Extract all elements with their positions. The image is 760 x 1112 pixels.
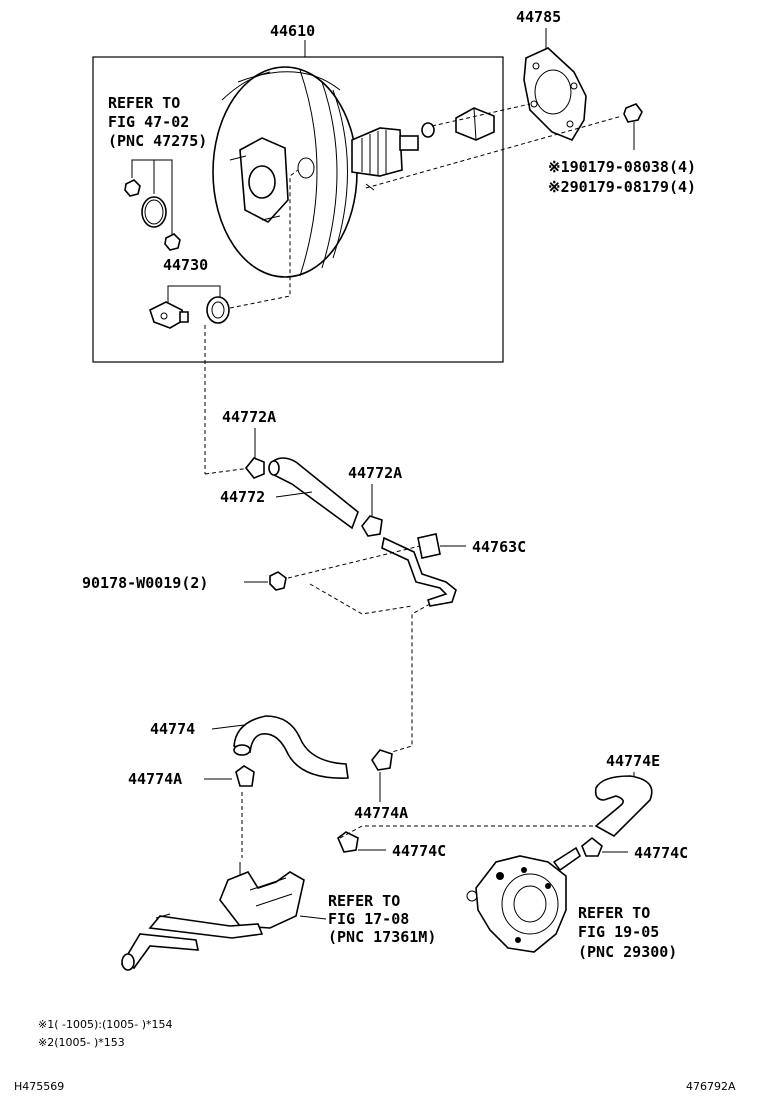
check-valve[interactable] xyxy=(149,301,189,329)
refer-47-fig[interactable]: FIG 47-02 xyxy=(108,113,189,131)
label-44774a-left[interactable]: 44774A xyxy=(128,770,182,788)
small-nut-lower[interactable] xyxy=(164,233,181,251)
vacuum-hose-44774e[interactable] xyxy=(594,775,653,837)
refer-17-title: REFER TO xyxy=(328,892,400,910)
label-bolt[interactable]: 90178-W0019(2) xyxy=(82,574,208,592)
intake-manifold-pipe[interactable] xyxy=(120,862,305,971)
label-44772a-lower[interactable]: 44772A xyxy=(348,464,402,482)
bracket-47 xyxy=(131,159,173,236)
label-nut-1[interactable]: ※190179-08038(4) xyxy=(548,158,696,176)
note-2: ※2(1005- )*153 xyxy=(38,1036,125,1049)
o-ring[interactable] xyxy=(141,196,167,228)
dash-rod-gasket xyxy=(431,103,531,127)
label-nut-2[interactable]: ※290179-08179(4) xyxy=(548,178,696,196)
dash-grommet-booster xyxy=(229,169,299,309)
label-44774[interactable]: 44774 xyxy=(150,720,195,738)
label-44772[interactable]: 44772 xyxy=(220,488,265,506)
label-44774a-mid[interactable]: 44774A xyxy=(354,804,408,822)
dash-bolt-pipe2 xyxy=(309,583,413,615)
label-44774e[interactable]: 44774E xyxy=(606,752,660,770)
dash-booster-nut xyxy=(365,115,623,189)
brake-booster[interactable] xyxy=(212,66,435,278)
label-44763c[interactable]: 44763C xyxy=(472,538,526,556)
label-44785[interactable]: 44785 xyxy=(516,8,561,26)
vacuum-pipe-44763c[interactable] xyxy=(381,533,457,607)
hose-clamp-44774a-left[interactable] xyxy=(235,765,255,787)
hose-clamp-lower[interactable] xyxy=(361,515,383,537)
small-nut-left[interactable] xyxy=(124,179,141,197)
dash-bolt-pipe xyxy=(287,545,421,579)
vacuum-pump[interactable] xyxy=(466,846,582,953)
nut[interactable] xyxy=(623,103,643,123)
hose-clip-44774c-right[interactable] xyxy=(581,836,603,857)
booster-assembly-box xyxy=(92,56,504,363)
vacuum-hose-44774[interactable] xyxy=(233,715,349,779)
dash-pipe-down xyxy=(391,603,431,753)
refer-19-pnc: (PNC 29300) xyxy=(578,943,677,961)
label-44772a-upper[interactable]: 44772A xyxy=(222,408,276,426)
bracket-44730 xyxy=(167,285,221,304)
leader-refer-17 xyxy=(299,915,327,920)
refer-19-title: REFER TO xyxy=(578,904,650,922)
refer-47-pnc: (PNC 47275) xyxy=(108,132,207,150)
dash-clip-clip xyxy=(339,825,596,839)
refer-47-title: REFER TO xyxy=(108,94,180,112)
clevis-bracket[interactable] xyxy=(455,107,495,141)
hose-clamp-upper[interactable] xyxy=(244,457,265,479)
hose-clip-44774c-left[interactable] xyxy=(337,831,359,853)
refer-19-fig[interactable]: FIG 19-05 xyxy=(578,923,659,941)
refer-17-fig[interactable]: FIG 17-08 xyxy=(328,910,409,928)
label-44774c-left[interactable]: 44774C xyxy=(392,842,446,860)
illustration-code: H475569 xyxy=(14,1080,64,1093)
vacuum-hose-44772[interactable] xyxy=(268,457,359,530)
leader-44772 xyxy=(275,491,313,498)
grommet[interactable] xyxy=(206,296,230,324)
label-44730[interactable]: 44730 xyxy=(163,256,208,274)
bolt[interactable] xyxy=(269,571,287,591)
note-1: ※1( -1005):(1005- )*154 xyxy=(38,1018,173,1031)
figure-code: 476792A xyxy=(686,1080,736,1093)
booster-gasket[interactable] xyxy=(523,47,587,141)
label-44610[interactable]: 44610 xyxy=(270,22,315,40)
label-44774c-right[interactable]: 44774C xyxy=(634,844,688,862)
dash-valve-clamp xyxy=(204,467,251,475)
hose-clamp-44774a-mid[interactable] xyxy=(371,749,393,771)
refer-17-pnc: (PNC 17361M) xyxy=(328,928,436,946)
